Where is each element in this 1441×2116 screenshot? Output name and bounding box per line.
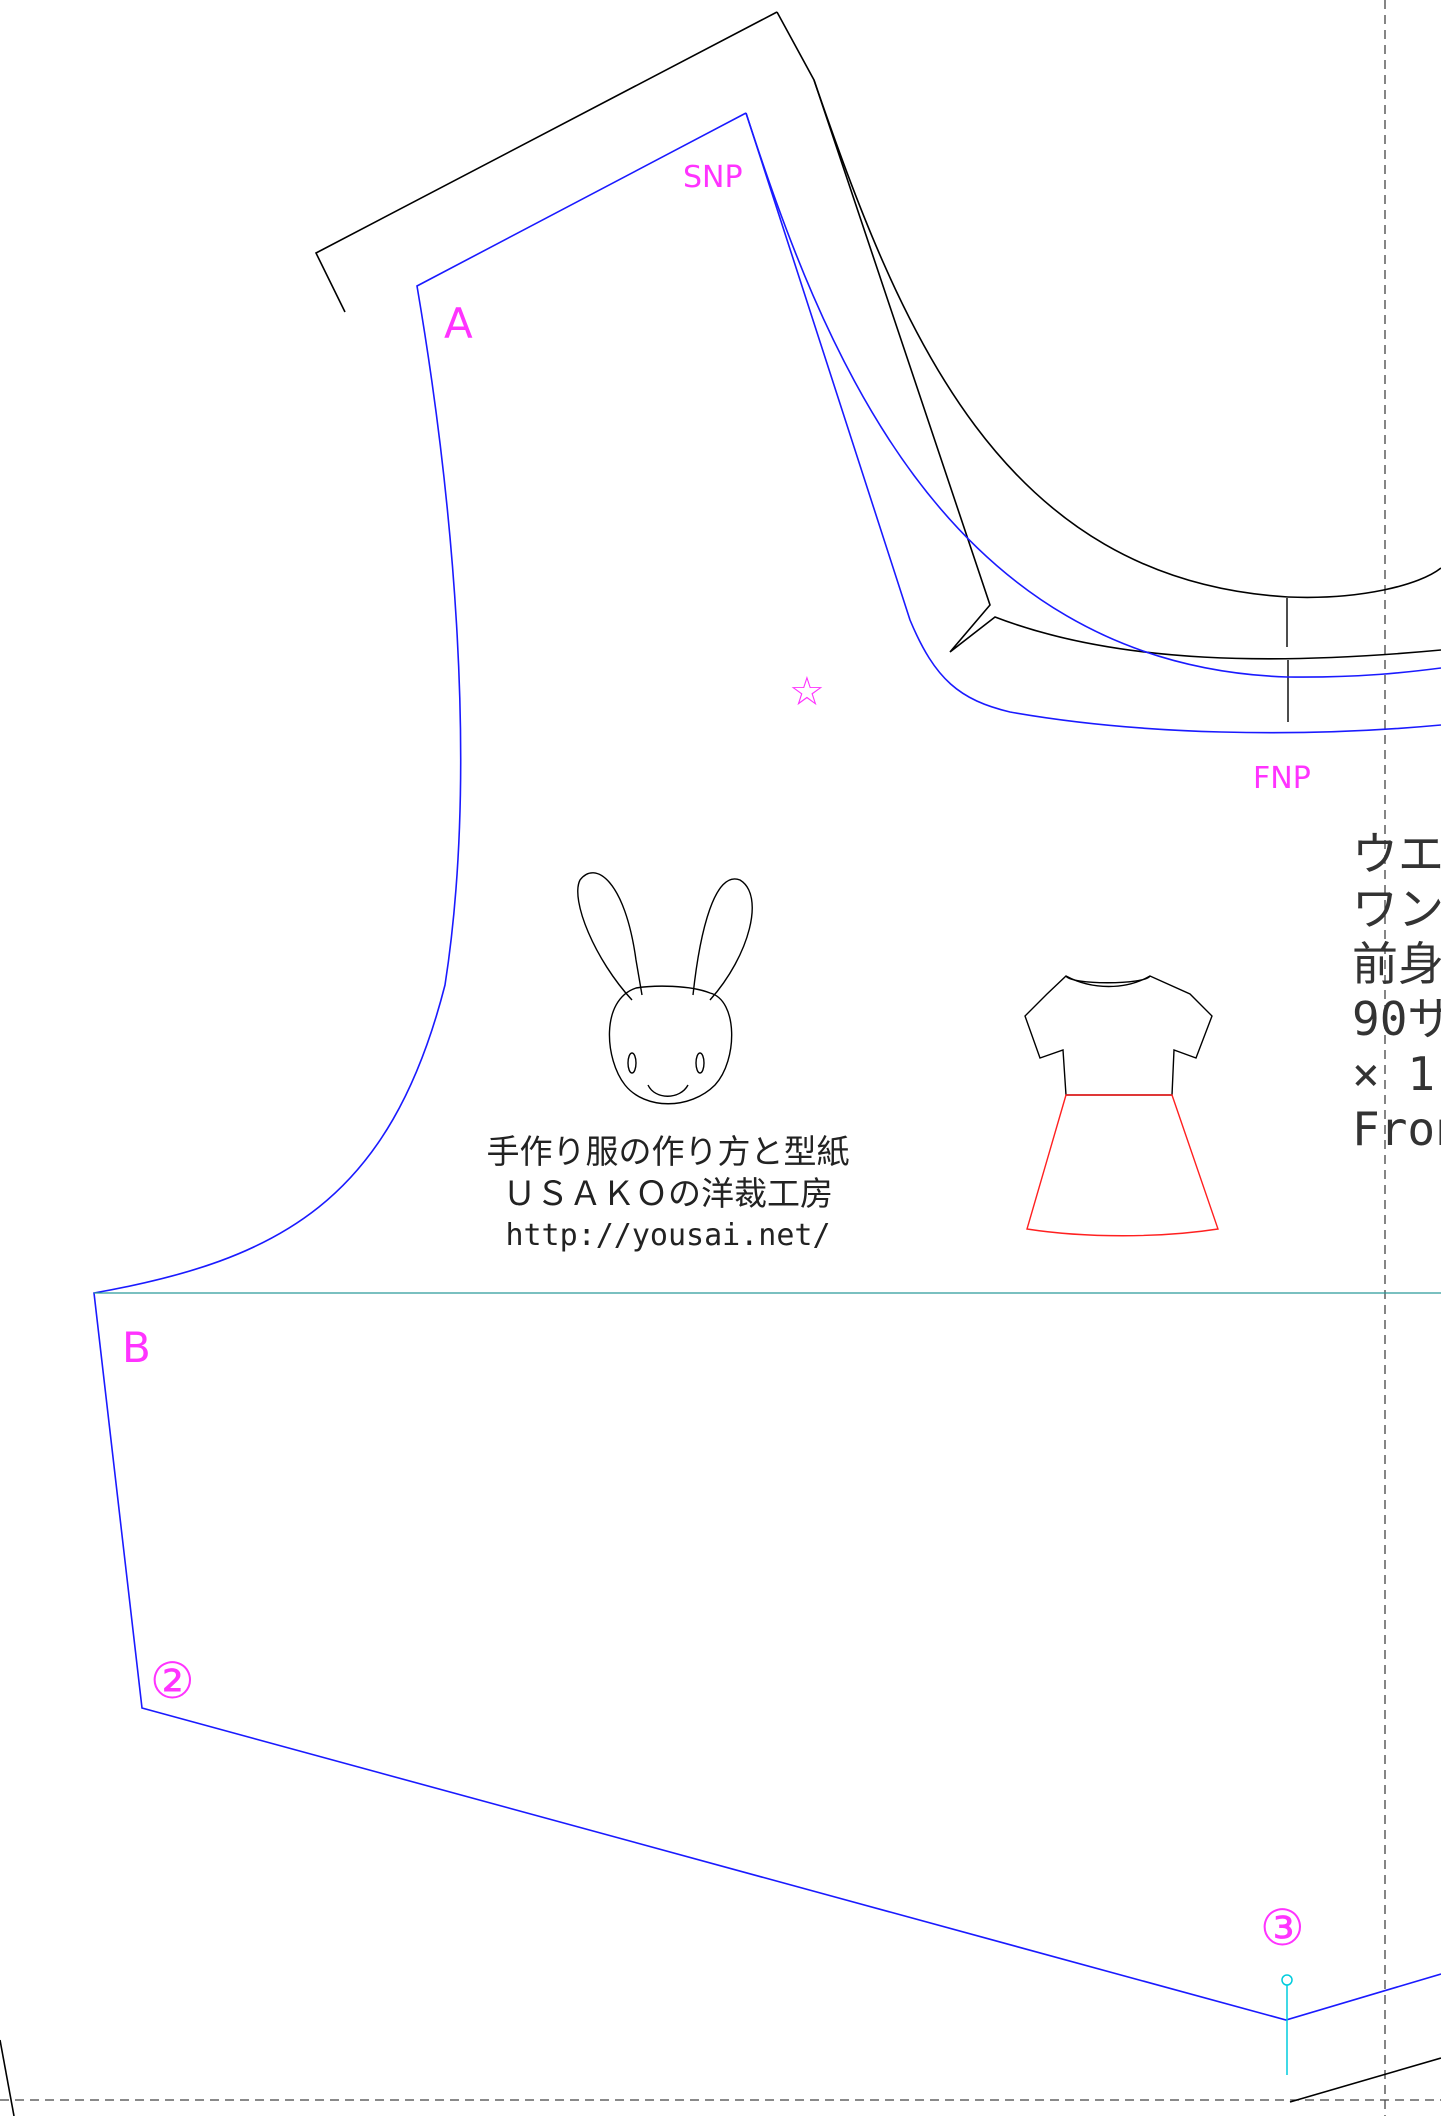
side-label-line: Fron [1352, 1102, 1441, 1156]
side-label-line: ウエ [1352, 827, 1441, 881]
side-label-line: ワン [1352, 882, 1441, 936]
logo-title: 手作り服の作り方と型紙 [487, 1132, 850, 1171]
fnp-label: FNP [1253, 761, 1311, 796]
side-label: ウエ ワン 前身 90サ × 1 Fron [1352, 827, 1441, 1156]
snp-label: SNP [683, 160, 743, 195]
star-icon: ☆ [789, 669, 825, 715]
cut-line-hem-right [1289, 2057, 1441, 2103]
side-label-line: 90サ [1352, 992, 1441, 1046]
guide-pin-head [1281, 1974, 1293, 1986]
point-b-label: B [122, 1323, 151, 1372]
cut-line [314, 11, 778, 313]
side-label-line: 前身 [1352, 937, 1441, 991]
point-3-label: ③ [1260, 1899, 1305, 1957]
seam-line-neck-lower [745, 112, 1441, 734]
seam-line [93, 112, 1441, 2021]
cut-line-neckline [776, 11, 1441, 599]
logo-url: http://yousai.net/ [505, 1218, 830, 1253]
point-2-label: ② [150, 1652, 195, 1710]
cut-line-neck-inner [813, 79, 1441, 660]
dress-icon [1024, 975, 1219, 1237]
rabbit-logo-icon [577, 872, 753, 1105]
point-a-label: A [444, 299, 473, 348]
logo-brand: ＵＳＡＫＯの洋裁工房 [503, 1174, 833, 1213]
side-label-line: × 1 [1352, 1047, 1435, 1101]
cut-line-left-fragment [0, 2039, 15, 2116]
seam-line-neckline [745, 112, 1441, 678]
